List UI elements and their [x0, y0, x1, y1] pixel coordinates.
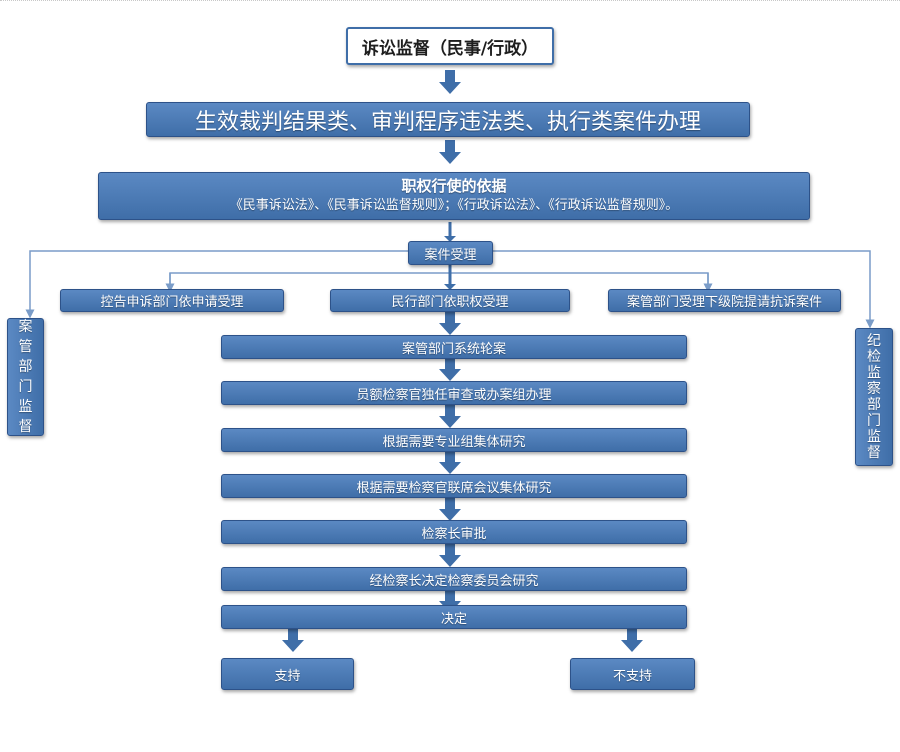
case-scope-box: 生效裁判结果类、审判程序违法类、执行类案件办理 [146, 102, 750, 137]
top-dotted-border [0, 0, 900, 1]
supervision-left-char: 督 [18, 419, 33, 435]
case-mgmt-supervision: 案 管 部 门 监 督 [7, 318, 44, 436]
supervision-right-char: 部 [867, 397, 881, 413]
source-civil-admin-dept: 民行部门依职权受理 [330, 289, 570, 312]
supervision-left-char: 监 [18, 399, 33, 415]
authority-basis-text: 《民事诉讼法》、《民事诉讼监督规则》；《行政诉讼法》、《行政诉讼监督规则》。 [229, 198, 679, 213]
arrow-to-support [282, 628, 304, 652]
connector-right-supervision [493, 250, 875, 329]
supervision-left-char: 门 [18, 379, 33, 395]
supervision-right-char: 督 [867, 445, 881, 461]
authority-basis-box: 职权行使的依据 《民事诉讼法》、《民事诉讼监督规则》；《行政诉讼法》、《行政诉讼… [98, 172, 810, 220]
arrow-step5-to-step6 [439, 543, 461, 567]
arrow-top-to-scope [439, 70, 461, 94]
arrow-step1-to-step2 [439, 357, 461, 381]
discipline-supervision: 纪 检 监 察 部 门 监 督 [855, 328, 893, 466]
arrow-scope-to-basis [439, 140, 461, 164]
arrow-to-not-support [621, 628, 643, 652]
step-decision: 决定 [221, 605, 687, 629]
supervision-right-char: 察 [867, 381, 881, 397]
arrow-step2-to-step3 [439, 404, 461, 428]
source-complaint-dept: 控告申诉部门依申请受理 [60, 289, 284, 312]
source-case-mgmt-dept: 案管部门受理下级院提请抗诉案件 [608, 289, 841, 312]
step-prosecutor-review: 员额检察官独任审查或办案组办理 [221, 381, 687, 405]
connector-intake-branch [169, 272, 709, 285]
case-intake-box: 案件受理 [408, 241, 493, 265]
arrow-step4-to-step5 [439, 497, 461, 521]
authority-basis-title: 职权行使的依据 [401, 177, 507, 195]
supervision-right-char: 监 [867, 365, 881, 381]
litigation-supervision-title: 诉讼监督（民事/行政） [346, 27, 554, 65]
supervision-right-char: 检 [867, 349, 881, 365]
supervision-right-char: 监 [867, 429, 881, 445]
supervision-left-char: 管 [18, 339, 33, 355]
step-case-rotation: 案管部门系统轮案 [221, 335, 687, 359]
supervision-left-char: 部 [18, 359, 33, 375]
step-procuratorial-committee: 经检察长决定检察委员会研究 [221, 567, 687, 591]
outcome-not-support: 不支持 [570, 658, 695, 690]
step-chief-approval: 检察长审批 [221, 520, 687, 544]
outcome-support: 支持 [221, 658, 354, 690]
step-joint-meeting: 根据需要检察官联席会议集体研究 [221, 474, 687, 498]
supervision-right-char: 纪 [867, 333, 881, 349]
supervision-left-char: 案 [18, 319, 33, 335]
arrow-step3-to-step4 [439, 450, 461, 474]
supervision-right-char: 门 [867, 413, 881, 429]
step-professional-group: 根据需要专业组集体研究 [221, 428, 687, 452]
arrow-mid-to-step1 [439, 311, 461, 335]
connector-left-supervision [25, 250, 408, 319]
